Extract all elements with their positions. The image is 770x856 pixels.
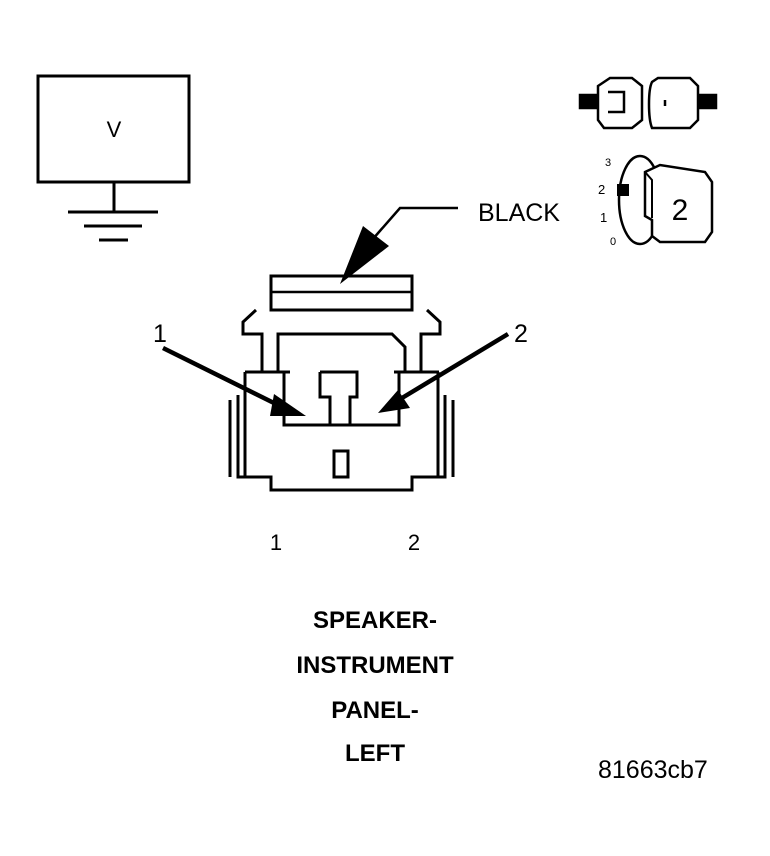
svg-text:3: 3: [605, 157, 611, 169]
title-line-1: SPEAKER-: [312, 607, 438, 634]
pin-number-2: 2: [408, 530, 420, 555]
position-indicator: 3 2 1 0 2: [598, 154, 714, 248]
color-callout: BLACK: [340, 199, 560, 284]
indicator-key: [643, 163, 714, 244]
connector-body: [228, 274, 455, 492]
title-line-4: LEFT: [345, 740, 405, 767]
voltage-label: V: [107, 117, 122, 142]
svg-text:1: 1: [600, 210, 607, 225]
pin-1-callout: 1: [153, 320, 167, 348]
pin-2-arrowhead: [378, 390, 410, 413]
title-line-2: INSTRUMENT: [296, 652, 454, 679]
svg-text:2: 2: [598, 182, 605, 197]
connector-color-label: BLACK: [478, 199, 560, 227]
title-line-3: PANEL-: [331, 697, 419, 724]
color-callout-arrowhead: [340, 226, 389, 284]
voltage-ground-symbol: V: [36, 74, 191, 242]
pin-number-1: 1: [270, 530, 282, 555]
connector-pair-icon: [578, 76, 718, 130]
indicator-marker: [617, 184, 629, 196]
pin-callouts: 1 2: [153, 320, 528, 416]
svg-text:0: 0: [610, 236, 616, 248]
pin-1-arrowhead: [270, 394, 306, 416]
pin-2-callout: 2: [514, 320, 528, 348]
figure-code: 81663cb7: [598, 756, 708, 784]
connector-key-slot: [332, 449, 350, 479]
selected-position-label: 2: [672, 194, 689, 227]
